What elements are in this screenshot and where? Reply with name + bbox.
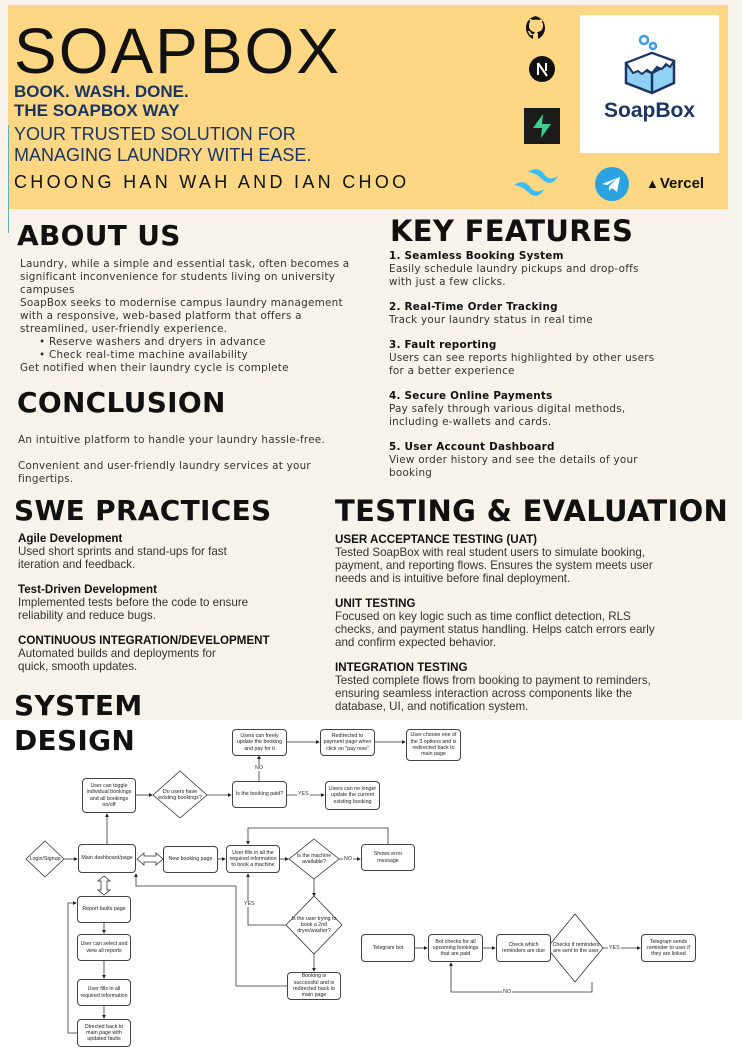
logo-text: SoapBox (603, 99, 695, 122)
about-heading: ABOUT US (17, 219, 181, 252)
edge-label-yes: YES (297, 791, 310, 797)
feature-item: 4. Secure Online Payments Pay safely thr… (389, 390, 626, 428)
conclusion-paragraph: Convenient and user-friendly laundry ser… (18, 460, 311, 485)
flow-node: User can toggle individual bookings and … (82, 778, 136, 813)
github-icon (526, 16, 545, 39)
flow-node: User fills in all required information (77, 979, 131, 1006)
system-heading: DESIGN (14, 724, 136, 757)
flow-decision-text: Checks if reminders are sent to the user (552, 941, 600, 954)
decision-diamond (546, 913, 604, 983)
soapbox-logo: SoapBox (580, 15, 719, 153)
flow-decision-text: Login/Signup (29, 855, 61, 862)
vercel-logo: ▲Vercel (646, 175, 705, 192)
flow-node: Main dashboard/page (78, 844, 136, 873)
conclusion-heading: CONCLUSION (17, 386, 226, 419)
flow-node: Shows error message (361, 844, 415, 871)
decision-diamond (152, 770, 208, 819)
nextjs-icon (529, 56, 555, 82)
flow-node: User choose one of the 3 options and is … (406, 729, 461, 761)
about-bullet: • Check real-time machine availability (39, 349, 248, 361)
decision-diamond (288, 838, 340, 880)
poster-title: SOAPBOX (14, 15, 341, 87)
testing-list: USER ACCEPTANCE TESTING (UAT)Tested Soap… (335, 533, 739, 713)
testing-item: USER ACCEPTANCE TESTING (UAT)Tested Soap… (335, 533, 653, 585)
flow-node: Is the booking paid? (232, 781, 287, 808)
flow-node: Users can no longer update the current e… (325, 781, 380, 810)
flow-decision-text: Is the user trying to book a 2nd dryer/w… (291, 915, 337, 935)
divider (8, 125, 9, 233)
conclusion-paragraph: An intuitive platform to handle your lau… (18, 434, 325, 446)
flow-node: Redirected to payment page when click on… (320, 729, 375, 756)
feature-item: 5. User Account Dashboard View order his… (389, 441, 638, 479)
tagline: BOOK. WASH. DONE. (14, 82, 189, 101)
authors: CHOONG HAN WAH AND IAN CHOO (14, 172, 410, 192)
flow-node: Directed back to main page with updated … (77, 1019, 131, 1047)
flow-node: Report faults page (77, 896, 131, 923)
about-paragraph: Laundry, while a simple and essential ta… (20, 258, 350, 296)
feature-item: 2. Real-Time Order Tracking Track your l… (389, 301, 593, 326)
flow-node: New booking page (163, 846, 218, 873)
features-heading: KEY FEATURES (390, 214, 634, 248)
edge-label-no: NO (502, 989, 512, 995)
tailwind-icon (514, 169, 558, 196)
about-bullet: • Reserve washers and dryers in advance (39, 336, 266, 348)
subtitle: MANAGING LAUNDRY WITH EASE. (14, 145, 312, 165)
flow-node: User can select and view all reports (77, 934, 131, 961)
soap-box-icon (624, 34, 676, 95)
testing-heading: TESTING & EVALUATION (335, 494, 729, 528)
conclusion-body: An intuitive platform to handle your lau… (18, 434, 388, 486)
decision-diamond (25, 840, 65, 878)
flow-decision-text: Do users have existing bookings? (158, 788, 202, 801)
about-body: Laundry, while a simple and essential ta… (20, 258, 390, 375)
flow-node: User fills in all the required informati… (226, 845, 280, 873)
edge-label-yes: YES (243, 901, 256, 907)
swe-heading: SWE PRACTICES (14, 494, 272, 527)
tagline: THE SOAPBOX WAY (14, 101, 180, 120)
flow-node: Telegram bot (361, 934, 415, 962)
flow-node: Booking is successful and is redirected … (287, 972, 341, 1000)
features-list: 1. Seamless Booking System Easily schedu… (389, 250, 734, 480)
supabase-icon (524, 108, 560, 144)
telegram-icon (595, 167, 629, 201)
flow-node: Bot checks for all upcoming bookings tha… (428, 934, 483, 962)
decision-diamond (285, 895, 343, 955)
flow-node: Users can freely update the booking and … (232, 729, 287, 756)
flow-node: Check which reminders are due (496, 934, 551, 962)
about-paragraph: SoapBox seeks to modernise campus laundr… (20, 297, 343, 335)
flow-node: Telegram sends reminder to user if they … (641, 934, 696, 962)
vercel-icon: ▲ (646, 176, 659, 191)
subtitle: YOUR TRUSTED SOLUTION FOR (14, 124, 296, 144)
flow-decision-text: Is the machine available? (296, 852, 332, 865)
edge-label-yes: YES (608, 945, 621, 951)
feature-item: 1. Seamless Booking System Easily schedu… (389, 250, 639, 288)
about-paragraph: Get notified when their laundry cycle is… (20, 362, 289, 374)
edge-label-no: NO (343, 856, 353, 862)
system-heading: SYSTEM (14, 689, 143, 722)
edge-label-no: NO (254, 765, 264, 771)
